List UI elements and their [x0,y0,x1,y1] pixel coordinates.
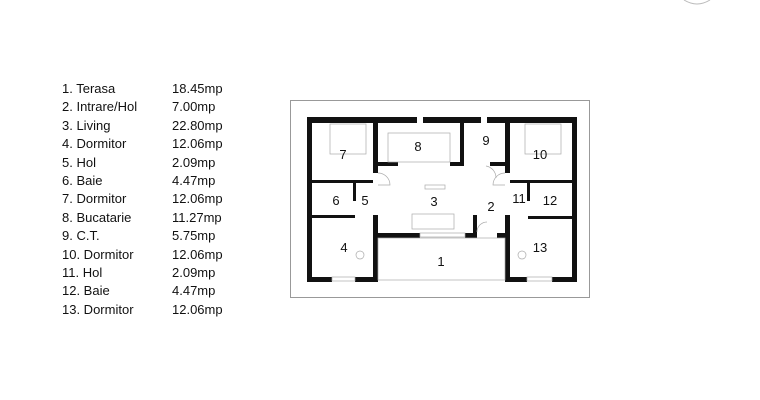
room-number: 1 [437,254,444,269]
room-name: 9. C.T. [62,228,100,244]
room-number: 5 [361,193,368,208]
legend-row: 11. Hol 2.09mp [62,264,262,282]
room-area: 4.47mp [172,283,216,299]
room-area: 2.09mp [172,264,216,280]
legend-row: 12. Baie 4.47mp [62,282,262,300]
room-name: 6. Baie [62,172,103,188]
legend-row: 2. Intrare/Hol 7.00mp [62,98,262,116]
fixtures [329,123,562,282]
room-area: 2.09mp [172,154,216,170]
room-area: 12.06mp [172,246,223,262]
room-area: 12.06mp [172,191,223,207]
room-number: 10 [533,147,547,162]
legend-row: 4. Dormitor 12.06mp [62,135,262,153]
room-name: 3. Living [62,117,111,133]
room-number: 7 [339,147,346,162]
room-number: 13 [533,240,547,255]
room-number: 12 [543,193,557,208]
room-number: 11 [512,191,526,206]
legend-row: 9. C.T. 5.75mp [62,227,262,245]
room-area: 12.06mp [172,136,223,152]
legend-row: 7. Dormitor 12.06mp [62,190,262,208]
plan-frame [290,100,590,298]
room-legend: 1. Terasa 18.45mp 2. Intrare/Hol 7.00mp 3. L… [62,80,262,319]
room-name: 7. Dormitor [62,191,127,207]
room-number: 6 [332,193,339,208]
room-name: 8. Bucatarie [62,209,132,225]
partial-circle-icon [683,0,711,5]
room-area: 7.00mp [172,99,216,115]
room-name: 12. Baie [62,283,110,299]
room-name: 13. Dormitor [62,301,134,317]
room-area: 11.27mp [172,209,222,225]
legend-row: 6. Baie 4.47mp [62,172,262,190]
room-area: 12.06mp [172,301,223,317]
room-name: 2. Intrare/Hol [62,99,138,115]
room-number: 4 [340,240,347,255]
room-area: 22.80mp [172,117,223,133]
legend-row: 5. Hol 2.09mp [62,154,262,172]
legend-row: 1. Terasa 18.45mp [62,80,262,98]
room-number: 2 [487,199,494,214]
room-name: 4. Dormitor [62,136,127,152]
room-area: 18.45mp [172,81,223,96]
room-number: 8 [414,139,421,154]
legend-row: 3. Living 22.80mp [62,117,262,135]
room-name: 11. Hol [62,264,103,280]
room-name: 10. Dormitor [62,246,134,262]
walls [307,117,577,282]
room-area: 4.47mp [172,172,216,188]
room-name: 5. Hol [62,154,96,170]
legend-row: 10. Dormitor 12.06mp [62,246,262,264]
room-number: 9 [482,133,489,148]
room-number: 3 [430,194,437,209]
legend-row: 13. Dormitor 12.06mp [62,301,262,319]
room-area: 5.75mp [172,228,216,244]
room-name: 1. Terasa [62,81,116,96]
legend-row: 8. Bucatarie 11.27mp [62,209,262,227]
